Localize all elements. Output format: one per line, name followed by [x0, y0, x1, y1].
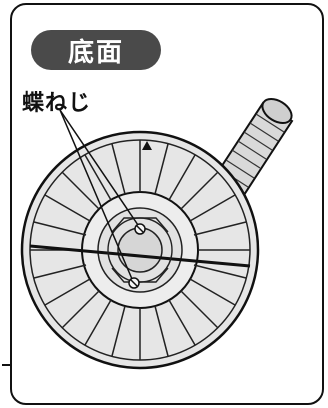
- base-ribs: [30, 140, 250, 360]
- frame-tick-mark: [2, 364, 11, 366]
- direction-arrow-icon: [142, 141, 152, 150]
- wing-screw-callout-label: 蝶ねじ: [22, 91, 92, 116]
- mount-bracket: [107, 217, 173, 283]
- wing-screw-upper: [134, 223, 146, 235]
- base-disc: [20, 130, 260, 370]
- base-seam: [29, 244, 251, 268]
- callout-leader-lines: [59, 109, 139, 280]
- wing-screw-lower: [128, 277, 140, 289]
- section-label-badge: 底面: [31, 30, 161, 70]
